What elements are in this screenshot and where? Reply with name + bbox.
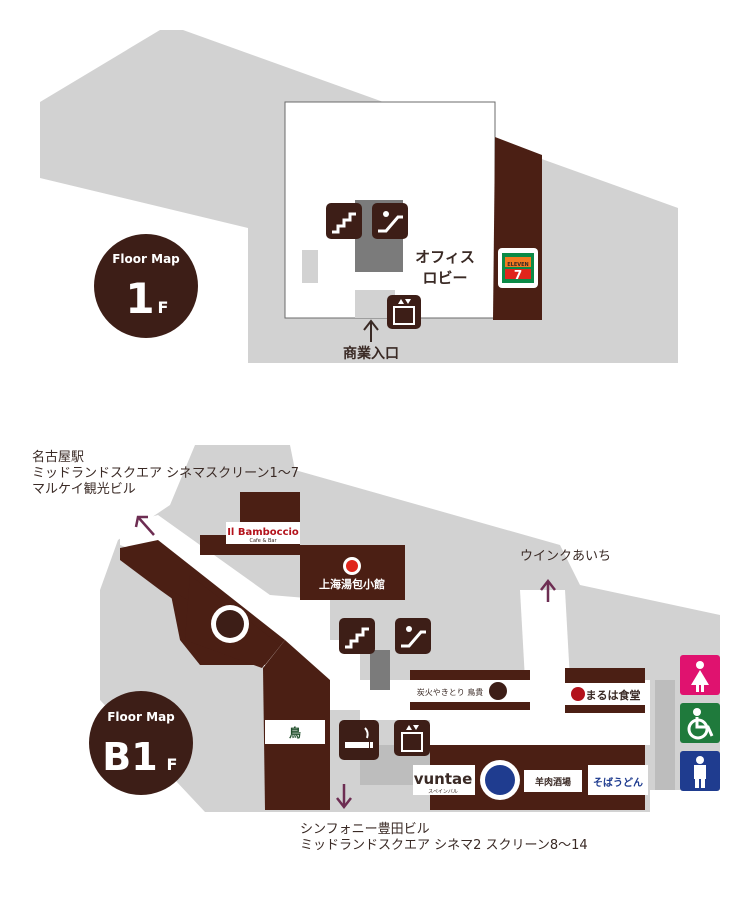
escalator-icon: [372, 203, 408, 239]
office-lobby-label-line1: オフィス: [415, 248, 475, 266]
direction-nw-line2: ミッドランドスクエア シネマスクリーン1〜7: [32, 466, 299, 481]
floor-1f-shop-seven-eleven: [493, 137, 542, 320]
direction-nw-line1: 名古屋駅: [32, 449, 84, 465]
seven-eleven-text: ELEVEN: [507, 262, 529, 268]
floor-b1f-badge-suffix: F: [167, 755, 178, 774]
direction-nw-line3: マルケイ観光ビル: [32, 482, 136, 497]
floor-1f-badge-suffix: F: [158, 298, 169, 317]
vuntae-name: vuntae: [414, 770, 473, 788]
floor-b1f-badge-number: B1: [102, 735, 157, 779]
floor-1f-badge-caption: Floor Map: [112, 252, 180, 266]
arrow-south: [336, 784, 352, 810]
arrow-north: [540, 578, 556, 602]
svg-text:7: 7: [514, 268, 522, 282]
seven-eleven-logo: ELEVEN 7: [498, 248, 538, 288]
arrow-northwest: [134, 515, 155, 536]
stall-name: 炭火やきとり 鳥貴: [417, 687, 484, 697]
bamboccio-name: Il Bamboccio: [227, 527, 299, 538]
commercial-entrance-label: 商業入口: [343, 345, 399, 362]
shokudo-name: まるは食堂: [586, 688, 641, 702]
stairs-icon: [339, 618, 375, 654]
elevator-icon: [387, 295, 421, 329]
vuntae-logo: vuntae スペインバル: [413, 765, 475, 795]
floor-b1f-badge: Floor Map B1 F: [89, 691, 193, 795]
direction-south-line2: ミッドランドスクエア シネマ2 スクリーン8〜14: [300, 838, 588, 853]
entrance-arrow: [363, 319, 379, 342]
stairs-icon: [326, 203, 362, 239]
soba-name: そばうどん: [593, 776, 643, 789]
direction-east-label: ウインクあいち: [520, 549, 611, 564]
bamboccio-sub: Cafe & Bar: [249, 538, 277, 544]
floor-b1f-badge-caption: Floor Map: [107, 710, 175, 724]
shanghai-name: 上海湯包小館: [319, 577, 385, 591]
floor-1f-map: ELEVEN 7 オフィス ロビー 商業入口: [40, 30, 678, 363]
vuntae-sub: スペインバル: [428, 789, 458, 795]
elevator-icon: [394, 720, 430, 756]
smoking-area-icon: [339, 720, 379, 760]
stall-logo: 炭火やきとり 鳥貴: [410, 680, 530, 702]
floor-1f-badge-number: 1: [125, 274, 154, 323]
floor-b1f-stair-block: [370, 650, 390, 690]
restroom-accessible-icon: [680, 703, 720, 743]
restroom-female-icon: [680, 655, 720, 695]
left-shop-circle-logo: [211, 605, 249, 643]
shokudo-logo: まるは食堂: [565, 683, 645, 705]
floor-1f-wall: [302, 250, 318, 283]
circle-sign-logo: [480, 760, 520, 800]
floor-b1f-corridor-north: [520, 590, 570, 680]
soba-logo: そばうどん: [588, 765, 648, 795]
torinouta-logo: 鳥: [265, 720, 325, 744]
direction-south-line1: シンフォニー豊田ビル: [300, 822, 430, 837]
restroom-male-icon: [680, 751, 720, 791]
yakiniku-name: 羊肉酒場: [535, 776, 571, 788]
office-lobby-label-line2: ロビー: [422, 269, 467, 287]
shanghai-logo: 上海湯包小館: [319, 557, 385, 591]
svg-text:鳥: 鳥: [289, 725, 301, 740]
bamboccio-logo: Il Bamboccio Cafe & Bar: [226, 522, 300, 544]
yakiniku-logo: 羊肉酒場: [524, 770, 582, 792]
floor-b1f-gray-south: [655, 725, 675, 790]
floor-1f-badge: Floor Map 1 F: [94, 234, 198, 338]
floor-b1f-map: Il Bamboccio Cafe & Bar 上海湯包小館 鳥 炭火やきとり …: [32, 445, 720, 853]
escalator-icon: [395, 618, 431, 654]
